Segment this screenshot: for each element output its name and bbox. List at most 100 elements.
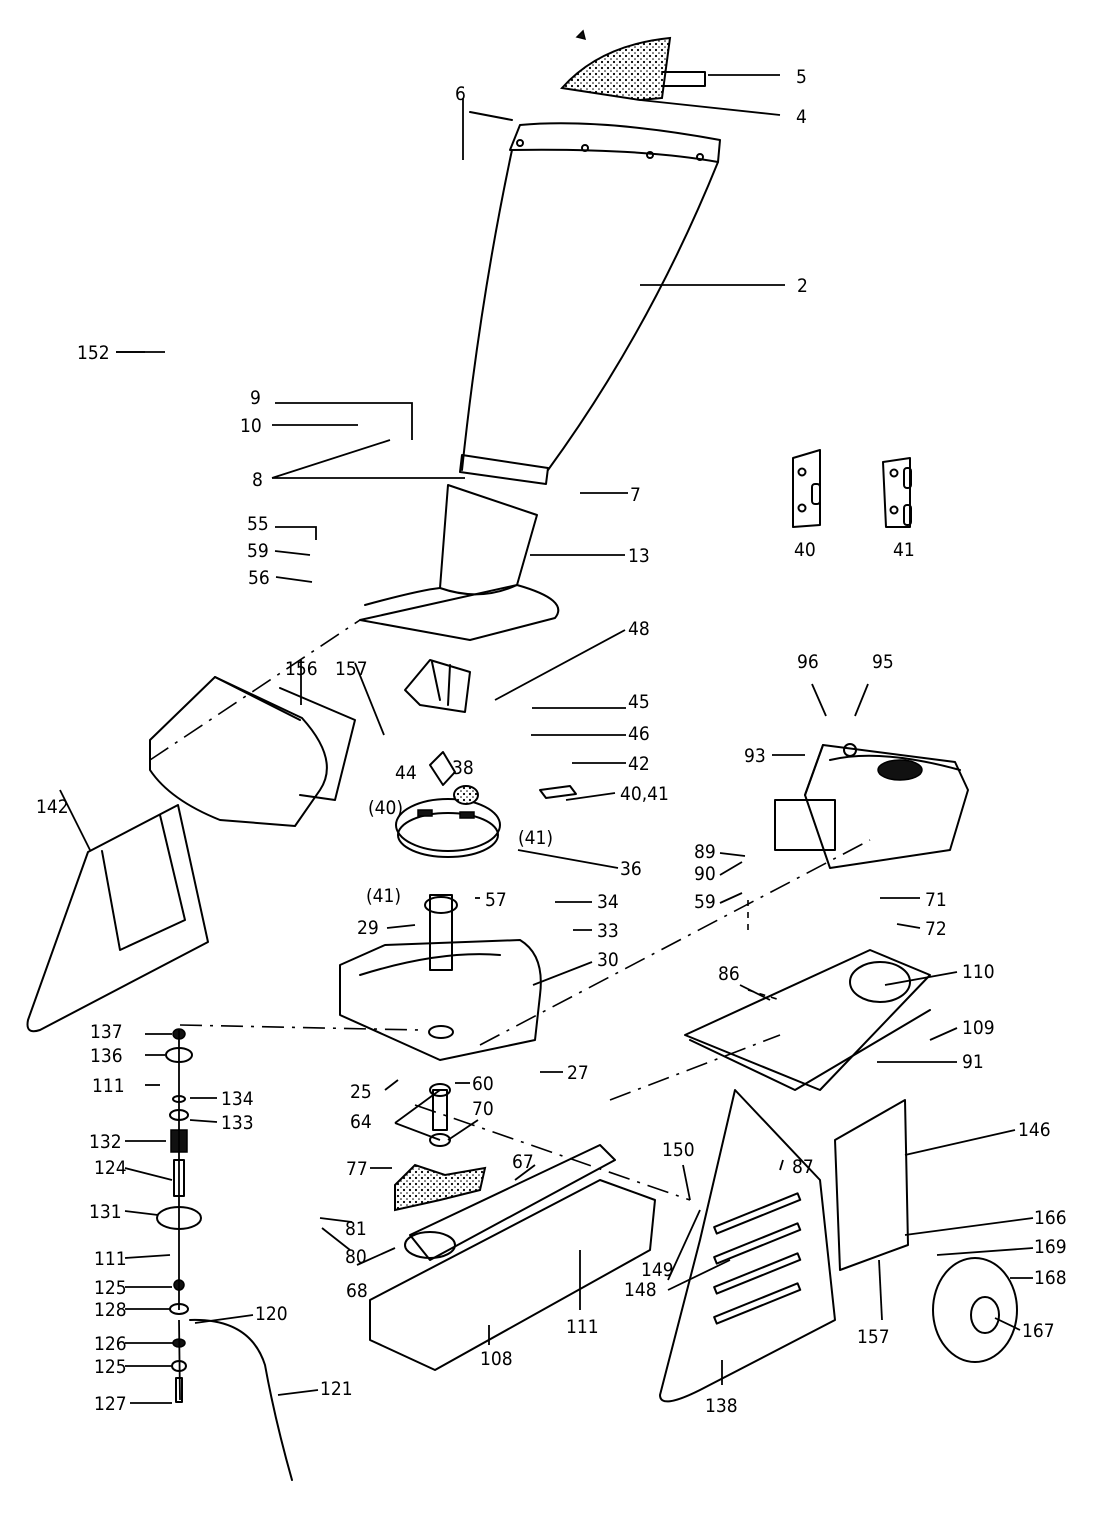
callout-42: 42	[628, 753, 650, 775]
callout-109: 109	[962, 1017, 995, 1039]
callout-45: 45	[628, 691, 650, 713]
callout-46: 46	[628, 723, 650, 745]
assembly-lines	[149, 619, 871, 1201]
part-stack-left	[156, 1028, 293, 1481]
callout-89: 89	[694, 841, 716, 863]
callout-40-41: 40,41	[620, 783, 669, 805]
callout-80: 80	[345, 1246, 367, 1268]
leader-lines	[59, 74, 1034, 1404]
callout-90: 90	[694, 863, 716, 885]
callout-70: 70	[472, 1098, 494, 1120]
callout-55: 55	[247, 513, 269, 535]
callout-33: 33	[597, 920, 619, 942]
callout-125-b: 125	[94, 1356, 127, 1378]
callout-9: 9	[250, 387, 261, 409]
callout-157: 157	[335, 658, 368, 680]
callout-10: 10	[240, 415, 262, 437]
callout-137: 137	[90, 1021, 123, 1043]
callout-29: 29	[357, 917, 379, 939]
callout-111-bottom: 111	[566, 1316, 599, 1338]
callout-27: 27	[567, 1062, 589, 1084]
part-side-guard-left	[26, 804, 209, 1033]
callout-60: 60	[472, 1073, 494, 1095]
callout-labels: 5 4 6 2 9 10 8 7 55 59 56 13 40 41 48 15…	[36, 66, 1067, 1417]
part-base-frame	[369, 1144, 656, 1371]
callout-5: 5	[796, 66, 807, 88]
callout-136: 136	[90, 1045, 123, 1067]
callout-57: 57	[485, 889, 507, 911]
callout-95: 95	[872, 651, 894, 673]
callout-134: 134	[221, 1088, 254, 1110]
callout-121: 121	[320, 1378, 353, 1400]
callout-93: 93	[744, 745, 766, 767]
part-housing	[339, 894, 542, 1061]
blade-detail-40	[792, 449, 821, 528]
callout-13: 13	[628, 545, 650, 567]
part-bracket-48	[404, 659, 471, 713]
callout-110: 110	[962, 961, 995, 983]
callout-126: 126	[94, 1333, 127, 1355]
callout-86: 86	[718, 963, 740, 985]
callout-44: 44	[395, 762, 417, 784]
callout-166: 166	[1034, 1207, 1067, 1229]
callout-48: 48	[628, 618, 650, 640]
callout-157-b: 157	[857, 1326, 890, 1348]
part-discharge-cover	[149, 676, 356, 827]
callout-111-mid: 111	[94, 1248, 127, 1270]
callout-56: 56	[248, 567, 270, 589]
callout-59-b: 59	[694, 891, 716, 913]
part-cutter-disc	[395, 798, 501, 858]
callout-41-paren-left: (41)	[366, 885, 401, 907]
callout-25: 25	[350, 1081, 372, 1103]
callout-6: 6	[455, 83, 466, 105]
callout-142: 142	[36, 796, 69, 818]
callout-132: 132	[89, 1131, 122, 1153]
callout-125-a: 125	[94, 1277, 127, 1299]
callout-71: 71	[925, 889, 947, 911]
callout-149: 149	[641, 1259, 674, 1281]
callout-152: 152	[77, 342, 110, 364]
callout-8: 8	[252, 469, 263, 491]
callout-2: 2	[797, 275, 808, 297]
part-hopper-chute	[459, 111, 721, 485]
callout-68: 68	[346, 1280, 368, 1302]
part-hopper-cap	[560, 29, 706, 102]
callout-124: 124	[94, 1157, 127, 1179]
callout-150: 150	[662, 1139, 695, 1161]
callout-59: 59	[247, 540, 269, 562]
callout-41-paren-right: (41)	[518, 827, 553, 849]
callout-36: 36	[620, 858, 642, 880]
callout-156: 156	[285, 658, 318, 680]
callout-41-detail: 41	[893, 539, 915, 561]
callout-87: 87	[792, 1156, 814, 1178]
callout-64: 64	[350, 1111, 372, 1133]
part-blade-holder	[429, 751, 577, 805]
blade-detail-41	[882, 457, 912, 528]
callout-67: 67	[512, 1151, 534, 1173]
part-side-panels	[659, 1089, 1018, 1403]
callout-120: 120	[255, 1303, 288, 1325]
callout-72: 72	[925, 918, 947, 940]
callout-40-detail: 40	[794, 539, 816, 561]
callout-138: 138	[705, 1395, 738, 1417]
callout-34: 34	[597, 891, 619, 913]
callout-167: 167	[1022, 1320, 1055, 1342]
callout-96: 96	[797, 651, 819, 673]
callout-4: 4	[796, 106, 807, 128]
callout-131: 131	[89, 1201, 122, 1223]
callout-40-paren: (40)	[368, 797, 403, 819]
callout-169: 169	[1034, 1236, 1067, 1258]
callout-108: 108	[480, 1348, 513, 1370]
callout-111-top: 111	[92, 1075, 125, 1097]
callout-168: 168	[1034, 1267, 1067, 1289]
part-feed-tube	[359, 484, 560, 641]
callout-77: 77	[346, 1158, 368, 1180]
callout-146: 146	[1018, 1119, 1051, 1141]
callout-128: 128	[94, 1299, 127, 1321]
callout-30: 30	[597, 949, 619, 971]
callout-133: 133	[221, 1112, 254, 1134]
callout-7: 7	[630, 484, 641, 506]
part-engine-plate	[684, 949, 931, 1091]
callout-127: 127	[94, 1393, 127, 1415]
